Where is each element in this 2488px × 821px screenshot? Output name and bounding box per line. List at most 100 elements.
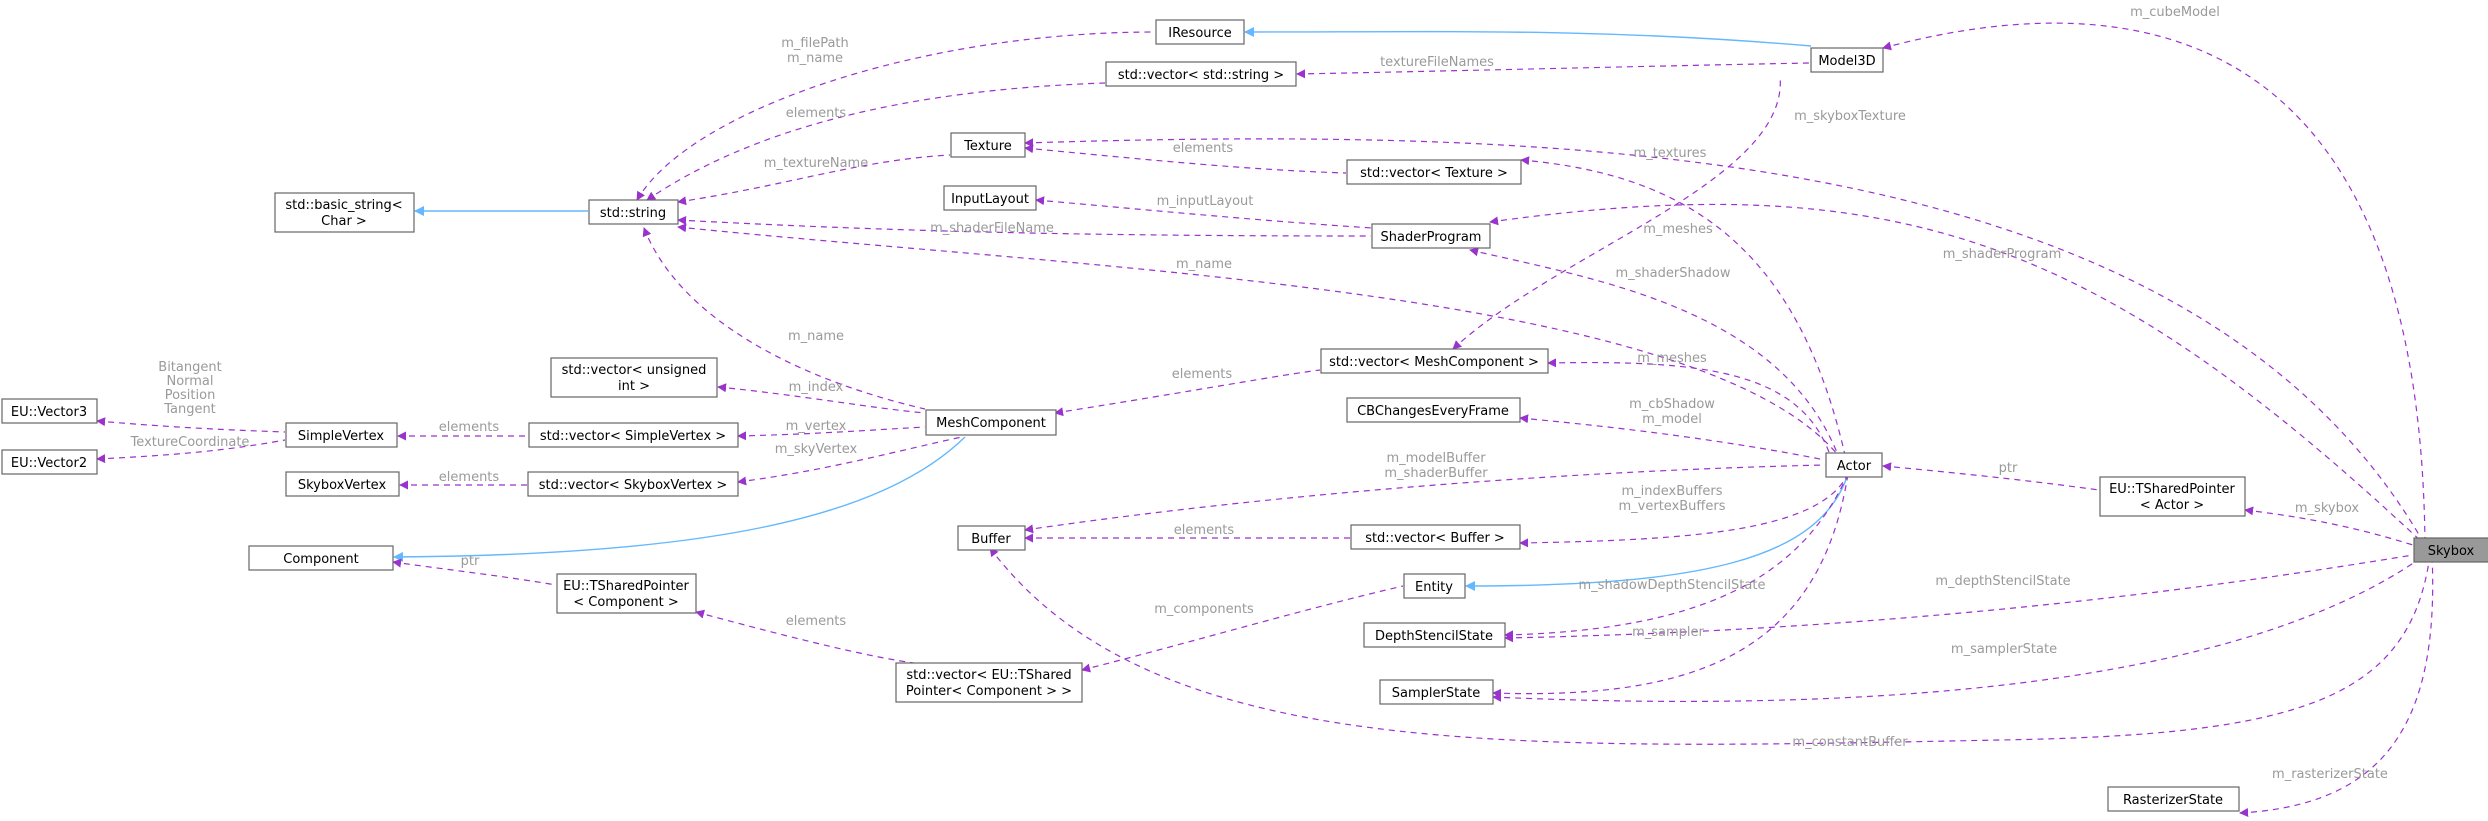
node-tshared-component[interactable]: EU::TSharedPointer < Component > bbox=[556, 573, 697, 614]
svg-text:std::vector< SkyboxVertex >: std::vector< SkyboxVertex > bbox=[539, 478, 727, 493]
label-ptr-actor: ptr bbox=[1999, 461, 2018, 476]
edge-ptr-component bbox=[392, 558, 557, 586]
svg-text:Texture: Texture bbox=[963, 139, 1012, 154]
svg-text:Model3D: Model3D bbox=[1818, 54, 1875, 69]
node-iresource[interactable]: IResource bbox=[1155, 19, 1245, 45]
label-m-shaderprogram: m_shaderProgram bbox=[1943, 247, 2062, 262]
node-skybox[interactable]: Skybox bbox=[2413, 537, 2488, 563]
node-vector-skyboxvertex[interactable]: std::vector< SkyboxVertex > bbox=[527, 471, 739, 497]
label-elements-vectshared: elements bbox=[786, 614, 847, 629]
edge-m-components bbox=[1081, 585, 1404, 673]
node-std-string[interactable]: std::string bbox=[588, 199, 679, 225]
node-actor[interactable]: Actor bbox=[1825, 452, 1883, 478]
svg-text:EU::Vector2: EU::Vector2 bbox=[11, 456, 87, 471]
node-simple-vertex[interactable]: SimpleVertex bbox=[285, 422, 398, 448]
node-vector-texture[interactable]: std::vector< Texture > bbox=[1346, 159, 1522, 185]
label-elements-vecbuffer: elements bbox=[1174, 523, 1235, 538]
edge-m-sampler bbox=[1492, 473, 1849, 698]
svg-text:std::vector< Texture >: std::vector< Texture > bbox=[1360, 166, 1508, 181]
label-elements-vecmesh: elements bbox=[1172, 367, 1233, 382]
label-m-name-actor: m_name bbox=[1176, 257, 1232, 272]
node-vector2[interactable]: EU::Vector2 bbox=[1, 449, 98, 475]
node-sampler-state[interactable]: SamplerState bbox=[1379, 679, 1494, 705]
svg-text:Pointer< Component > >: Pointer< Component > > bbox=[906, 684, 1072, 699]
node-vector-tshared-component[interactable]: std::vector< EU::TShared Pointer< Compon… bbox=[895, 662, 1083, 703]
node-mesh-component[interactable]: MeshComponent bbox=[925, 409, 1057, 436]
label-m-meshes-actor: m_meshes bbox=[1637, 351, 1707, 366]
edge-m-modelbuffer-shaderbuffer bbox=[1024, 464, 1826, 534]
label-m-samplerstate: m_samplerState bbox=[1951, 642, 2057, 657]
node-vector-buffer[interactable]: std::vector< Buffer > bbox=[1350, 524, 1521, 550]
node-skybox-vertex[interactable]: SkyboxVertex bbox=[285, 471, 400, 497]
svg-text:Entity: Entity bbox=[1415, 580, 1453, 595]
svg-text:Char >: Char > bbox=[321, 214, 367, 229]
edge-m-indexbuffers-vertexbuffers bbox=[1519, 473, 1849, 548]
label-m-depthstencilstate: m_depthStencilState bbox=[1935, 574, 2070, 589]
node-vector-unsigned[interactable]: std::vector< unsigned int > bbox=[550, 357, 718, 398]
node-shader-program[interactable]: ShaderProgram bbox=[1371, 223, 1491, 249]
svg-text:EU::Vector3: EU::Vector3 bbox=[11, 405, 87, 420]
label-elements-vecstring: elements bbox=[786, 106, 847, 121]
node-vector3[interactable]: EU::Vector3 bbox=[1, 398, 98, 424]
label-elements-skyboxvertex: elements bbox=[439, 470, 500, 485]
edge-m-rasterizerstate bbox=[2239, 554, 2434, 818]
svg-text:EU::TSharedPointer: EU::TSharedPointer bbox=[2109, 482, 2235, 497]
node-depth-stencil-state[interactable]: DepthStencilState bbox=[1363, 622, 1506, 648]
label-elements-vectexture: elements bbox=[1173, 141, 1234, 156]
node-input-layout[interactable]: InputLayout bbox=[943, 185, 1037, 211]
svg-text:CBChangesEveryFrame: CBChangesEveryFrame bbox=[1357, 404, 1509, 419]
svg-text:Buffer: Buffer bbox=[971, 532, 1011, 547]
label-texturecoordinate: TextureCoordinate bbox=[130, 435, 250, 450]
node-vector-meshcomponent[interactable]: std::vector< MeshComponent > bbox=[1320, 348, 1549, 374]
node-texture[interactable]: Texture bbox=[950, 132, 1026, 158]
label-texturefilenames: textureFileNames bbox=[1380, 55, 1494, 70]
node-buffer[interactable]: Buffer bbox=[957, 525, 1026, 551]
edge-m-cubemodel bbox=[1882, 22, 2426, 546]
node-basic-string[interactable]: std::basic_string< Char > bbox=[274, 192, 415, 233]
edge-texturecoordinate bbox=[96, 439, 286, 464]
label-m-vertex: m_vertex bbox=[786, 419, 847, 434]
node-vector-simplevertex[interactable]: std::vector< SimpleVertex > bbox=[528, 422, 739, 448]
edge-m-shaderprogram bbox=[1489, 203, 2426, 546]
svg-text:Skybox: Skybox bbox=[2428, 544, 2475, 559]
svg-text:< Actor >: < Actor > bbox=[2140, 498, 2204, 513]
edge-m-filepath-name bbox=[636, 31, 1156, 201]
svg-text:SkyboxVertex: SkyboxVertex bbox=[298, 478, 387, 493]
svg-text:InputLayout: InputLayout bbox=[951, 192, 1029, 207]
node-cb-changes-every-frame[interactable]: CBChangesEveryFrame bbox=[1346, 397, 1521, 423]
node-entity[interactable]: Entity bbox=[1403, 573, 1466, 599]
edge-m-name-meshcomponent bbox=[642, 227, 926, 410]
svg-text:< Component >: < Component > bbox=[573, 595, 679, 610]
edge-m-meshes-actor bbox=[1547, 358, 1831, 456]
edge-m-texturename bbox=[677, 154, 951, 206]
edge-m-textures bbox=[1520, 156, 1846, 456]
edge-m-skyvertex bbox=[737, 436, 963, 486]
edge-meshcomponent-inherits-component bbox=[393, 436, 966, 562]
node-model3d[interactable]: Model3D bbox=[1810, 47, 1884, 73]
label-m-sampler: m_sampler bbox=[1632, 625, 1704, 640]
node-rasterizer-state[interactable]: RasterizerState bbox=[2107, 786, 2240, 812]
edge-m-meshes-model3d bbox=[1452, 75, 1781, 350]
node-vector-string[interactable]: std::vector< std::string > bbox=[1105, 61, 1297, 87]
edge-m-cbshadow-model bbox=[1519, 414, 1826, 461]
label-m-shaderfilename: m_shaderFileName bbox=[930, 221, 1054, 236]
svg-text:SimpleVertex: SimpleVertex bbox=[298, 429, 384, 444]
node-component[interactable]: Component bbox=[248, 545, 394, 571]
edge-m-skybox bbox=[2244, 506, 2414, 546]
svg-text:SamplerState: SamplerState bbox=[1392, 686, 1481, 701]
svg-text:std::basic_string<: std::basic_string< bbox=[285, 198, 402, 213]
label-m-shadowdepthstencilstate: m_shadowDepthStencilState bbox=[1579, 578, 1766, 593]
svg-text:RasterizerState: RasterizerState bbox=[2123, 793, 2223, 808]
svg-text:Actor: Actor bbox=[1837, 459, 1872, 474]
svg-text:Component: Component bbox=[283, 552, 358, 567]
edge-m-shaderfilename bbox=[677, 215, 1372, 237]
node-tshared-actor[interactable]: EU::TSharedPointer < Actor > bbox=[2099, 476, 2246, 517]
edge-m-shadowdepthstencilstate bbox=[1504, 473, 1849, 640]
label-m-textures: m_textures bbox=[1634, 146, 1707, 161]
edge-elements-vecstring bbox=[646, 82, 1106, 201]
